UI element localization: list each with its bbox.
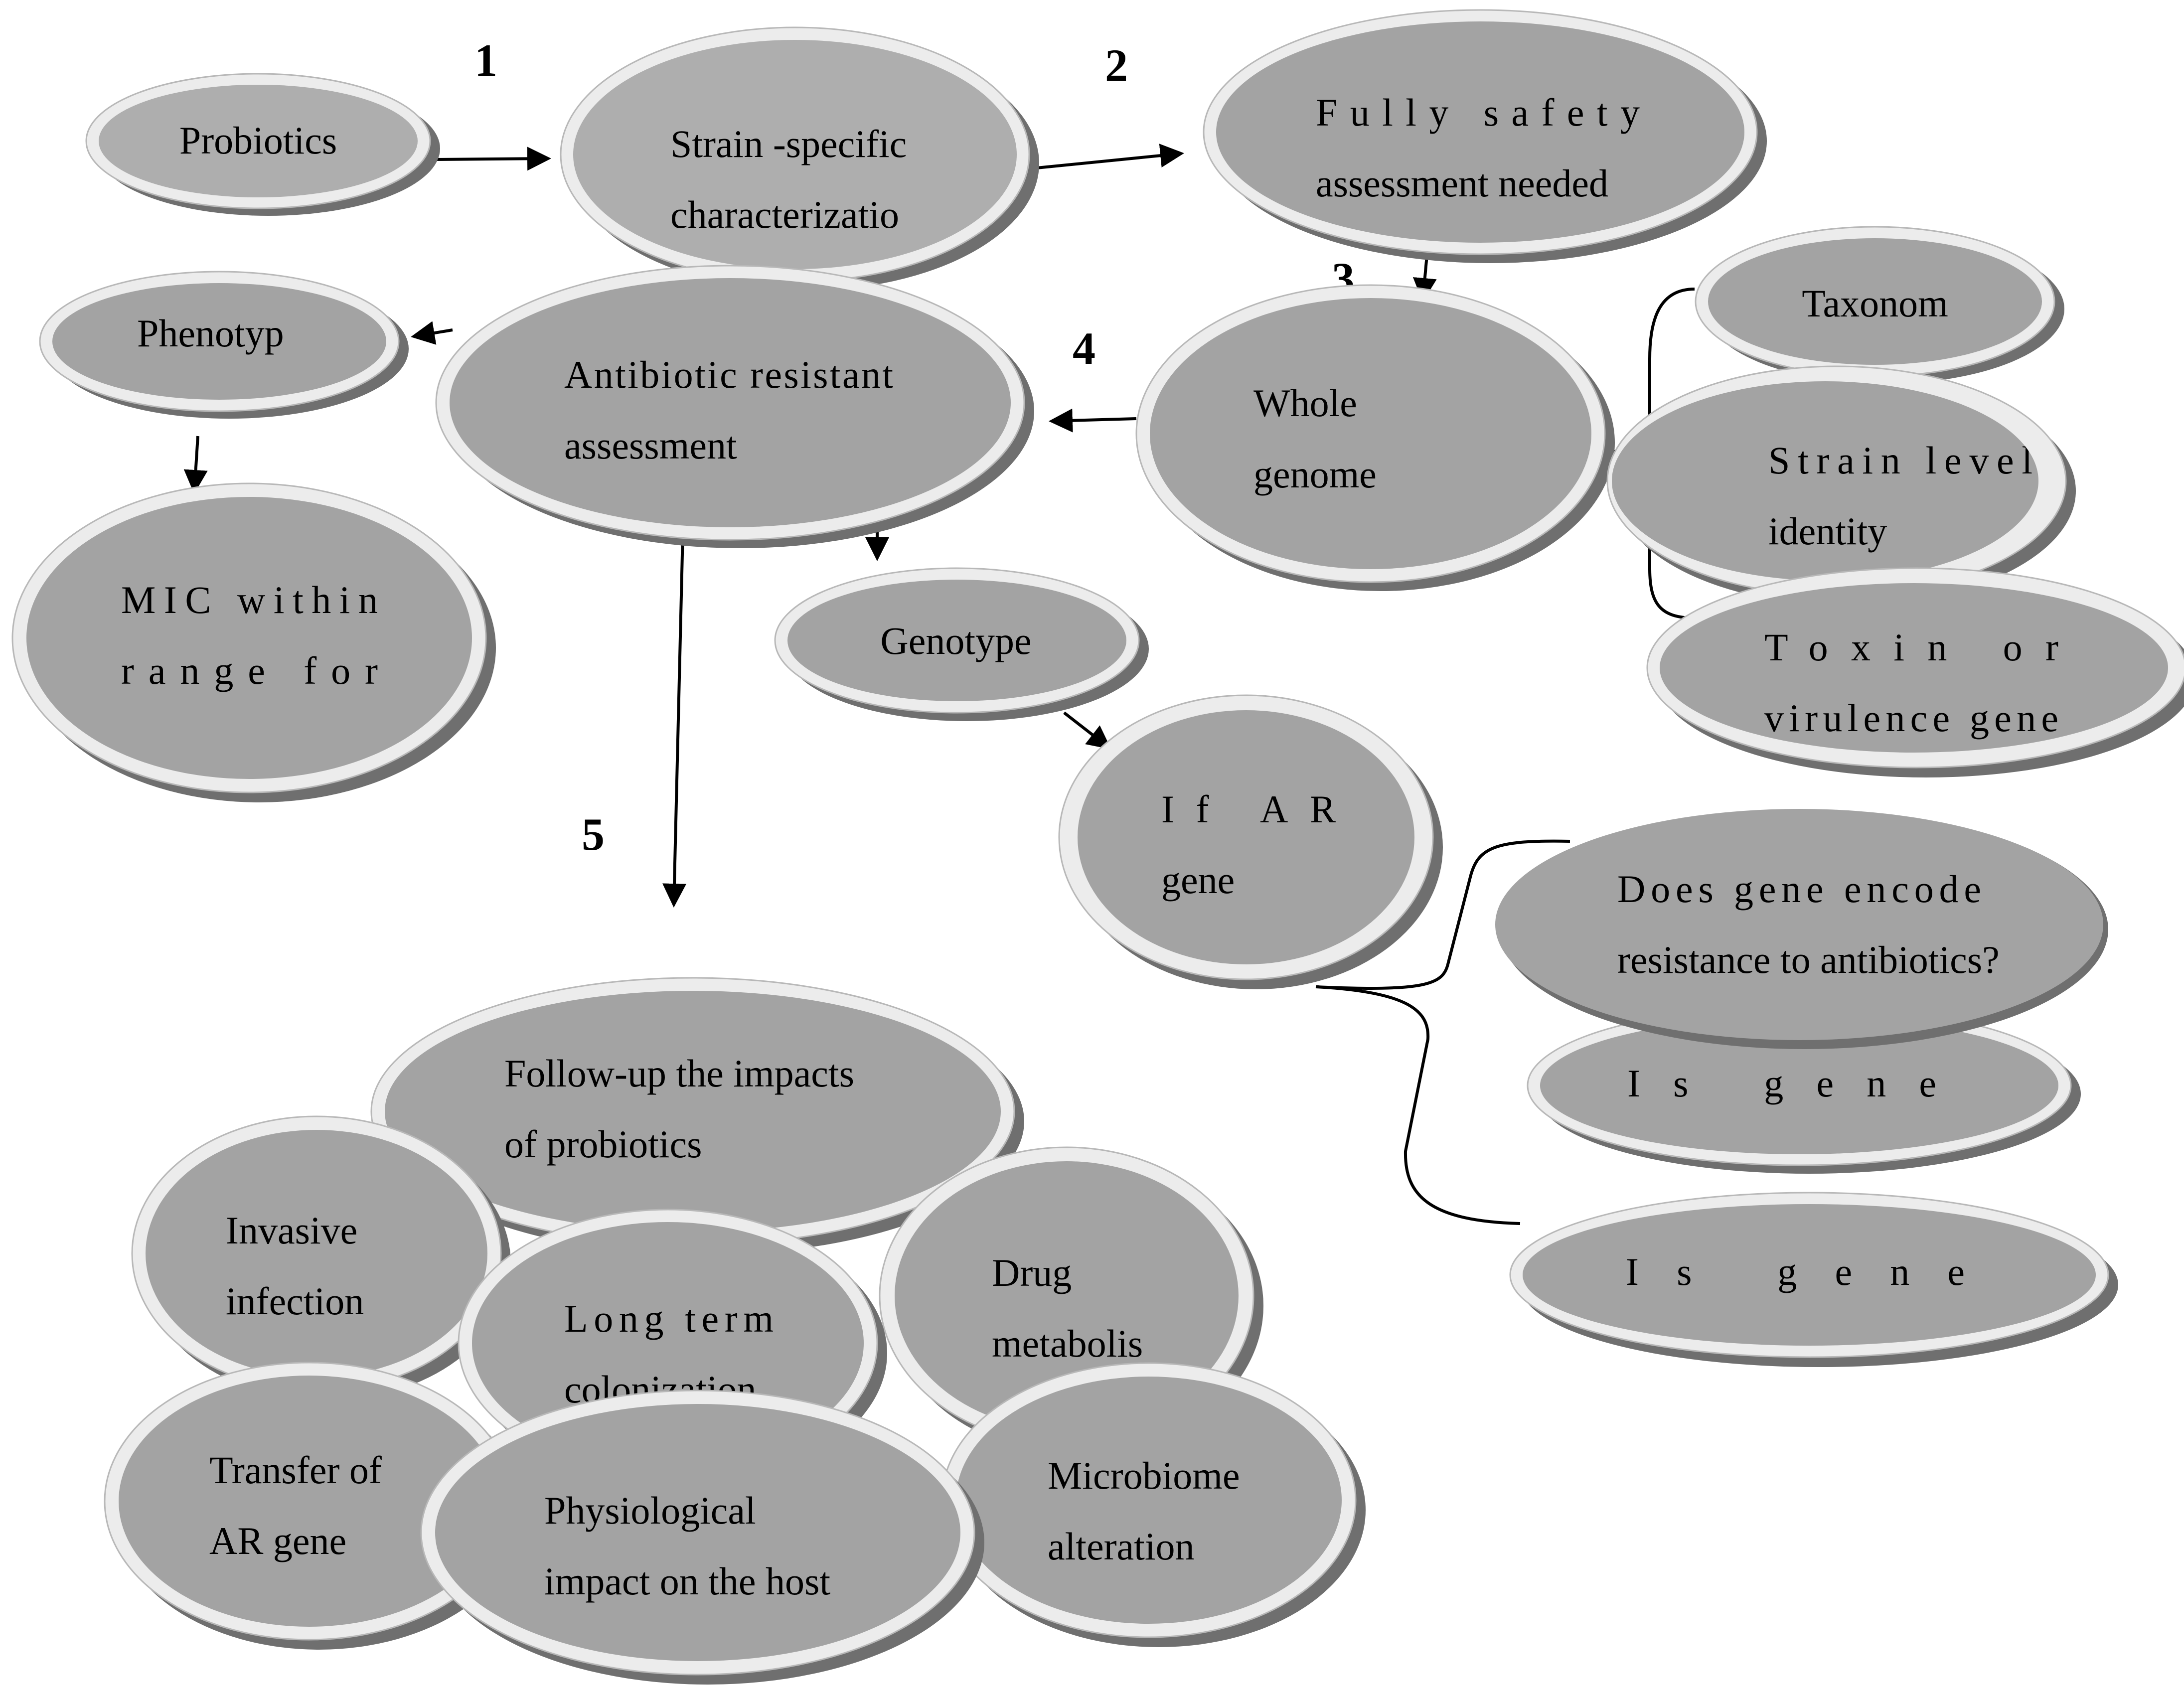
node-follow-up: Follow-up the impacts of probiotics	[370, 977, 1024, 1255]
node-label-toxin-2: virulence gene	[1764, 696, 2058, 740]
node-fully-safety: Fully safety assessment needed	[1203, 9, 1767, 263]
node-transfer-ar: Transfer of AR gene	[104, 1362, 523, 1650]
node-is-gene-1: Is gene	[1527, 1005, 2081, 1174]
node-label-microbiome-2: alteration	[1048, 1525, 1195, 1568]
node-label-probiotics: Probiotics	[179, 119, 337, 162]
node-label-taxonomy: Taxonom	[1802, 282, 1948, 325]
node-is-gene-2: Is gene	[1509, 1192, 2118, 1367]
node-label-is-gene-1: Is gene	[1627, 1062, 1936, 1105]
node-label-invasive-infection-2: infection	[226, 1279, 364, 1323]
arrow-whole-genome-to-antibiotic	[1049, 408, 1137, 433]
node-strain-specific: Strain -specific characterizatio	[560, 26, 1039, 291]
arrow-probiotics-to-strain	[433, 147, 551, 171]
node-label-does-gene-encode-1: Does gene encode	[1617, 867, 1981, 911]
node-label-fully-safety-2: assessment needed	[1316, 161, 1608, 205]
arrow-strain-to-fully-safety	[1031, 144, 1184, 170]
arrow-phenotype-to-mic	[183, 436, 208, 494]
node-label-antibiotic-resistant-1: Antibiotic resistant	[564, 353, 893, 396]
bracket-if-ar-gene	[1315, 839, 1570, 1225]
step-number-4: 4	[1073, 323, 1095, 374]
step-numbers: 1 2 3 4 5	[474, 35, 1355, 860]
step-number-1: 1	[474, 35, 497, 86]
node-if-ar-gene: If AR gene	[1058, 694, 1443, 989]
node-label-whole-genome-2: genome	[1253, 453, 1377, 496]
arrow-antibiotic-to-phenotype	[411, 321, 453, 345]
node-label-invasive-infection-1: Invasive	[226, 1209, 357, 1252]
node-label-mic-2: range for	[121, 649, 378, 692]
node-label-strain-specific-2: characterizatio	[670, 193, 899, 236]
step-number-5: 5	[582, 809, 605, 860]
node-does-gene-encode: Does gene encode resistance to antibioti…	[1495, 809, 2108, 1049]
node-label-transfer-ar-1: Transfer of	[209, 1448, 382, 1492]
node-strain-level: Strain level identity	[1606, 365, 2076, 606]
node-taxonomy: Taxonom	[1695, 226, 2064, 384]
node-invasive-infection: Invasive infection	[131, 1115, 511, 1400]
node-label-phenotype: Phenotyp	[137, 311, 284, 355]
node-whole-genome: Whole genome	[1135, 284, 1615, 591]
step-number-2: 2	[1105, 40, 1128, 91]
node-label-drug-metabolism-1: Drug	[992, 1251, 1072, 1294]
node-label-drug-metabolism-2: metabolis	[992, 1322, 1143, 1365]
node-label-strain-level-2: identity	[1768, 509, 1887, 553]
node-label-follow-up-2: of probiotics	[504, 1122, 702, 1166]
node-toxin: Toxin or virulence gene	[1646, 567, 2184, 777]
node-label-strain-specific-1: Strain -specific	[670, 122, 907, 165]
node-phenotype: Phenotyp	[39, 271, 409, 419]
arrow-genotype-to-if-ar-gene	[1063, 711, 1111, 750]
arrow-antibiotic-to-follow-up	[662, 533, 687, 908]
node-mic: MIC within range for	[11, 482, 496, 802]
node-label-genotype: Genotype	[880, 619, 1031, 662]
node-label-follow-up-1: Follow-up the impacts	[504, 1052, 854, 1095]
node-label-antibiotic-resistant-2: assessment	[564, 424, 737, 467]
node-antibiotic-resistant: Antibiotic resistant assessment	[435, 265, 1034, 548]
node-genotype: Genotype	[774, 567, 1149, 721]
node-label-physiological-2: impact on the host	[544, 1559, 830, 1603]
node-label-whole-genome-1: Whole	[1253, 381, 1357, 425]
node-label-does-gene-encode-2: resistance to antibiotics?	[1617, 938, 2000, 981]
node-label-transfer-ar-2: AR gene	[209, 1519, 346, 1562]
node-label-microbiome-1: Microbiome	[1048, 1454, 1240, 1497]
node-label-is-gene-2: Is gene	[1626, 1250, 1965, 1293]
node-probiotics: Probiotics	[85, 73, 440, 216]
node-label-if-ar-gene-2: gene	[1161, 858, 1235, 902]
node-label-physiological-1: Physiological	[544, 1489, 756, 1532]
node-microbiome: Microbiome alteration	[941, 1362, 1366, 1647]
node-physiological: Physiological impact on the host	[420, 1390, 984, 1685]
connectors	[183, 144, 1695, 1225]
